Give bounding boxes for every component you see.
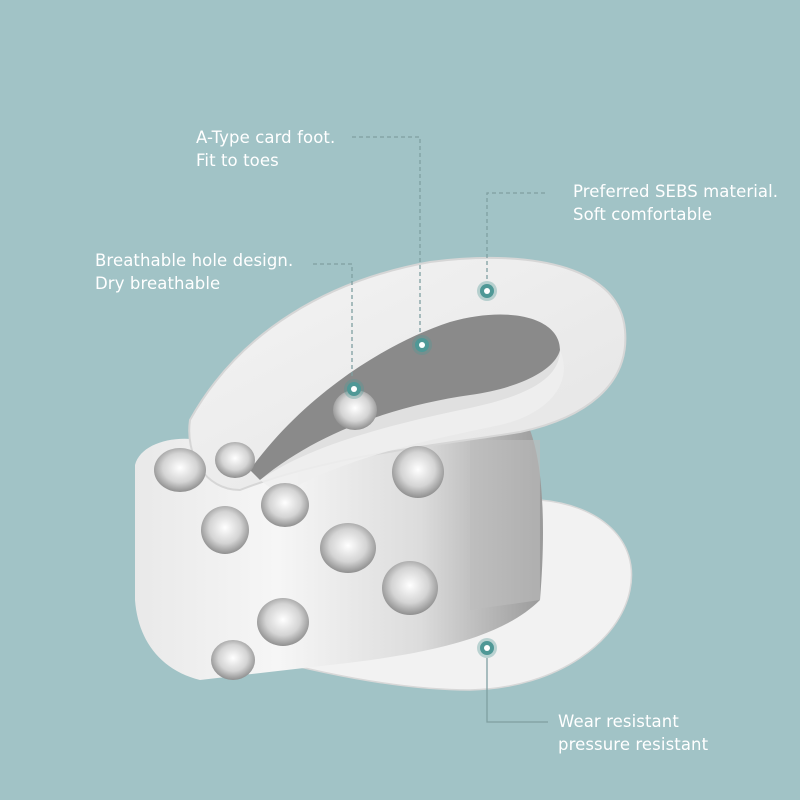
annotation-durability-line1: Wear resistant [558, 712, 679, 731]
leader-line-material [486, 192, 545, 281]
annotation-toe-fit-line2: Fit to toes [196, 151, 279, 170]
annotation-toe-fit: A-Type card foot. Fit to toes [196, 126, 335, 172]
top-flange [188, 256, 627, 495]
annotation-durability: Wear resistant pressure resistant [558, 710, 708, 756]
annotation-material-line2: Soft comfortable [573, 205, 713, 224]
annotation-durability-line2: pressure resistant [558, 735, 709, 754]
marker-durability [477, 638, 497, 658]
leader-line-durability [486, 658, 548, 723]
annotation-material: Preferred SEBS material. Soft comfortabl… [573, 180, 778, 226]
annotation-toe-fit-line1: A-Type card foot. [196, 128, 336, 147]
annotation-breathable-line1: Breathable hole design. [95, 251, 294, 270]
massage-bumps [154, 390, 444, 680]
leader-line-breathable [313, 263, 353, 379]
markers [344, 281, 497, 658]
annotation-material-line1: Preferred SEBS material. [573, 182, 779, 201]
leader-lines [313, 136, 548, 723]
marker-material [477, 281, 497, 301]
leader-line-toe-fit [352, 136, 421, 335]
marker-breathable [344, 379, 364, 399]
annotation-breathable: Breathable hole design. Dry breathable [95, 249, 293, 295]
marker-toe-fit [412, 335, 432, 355]
annotation-breathable-line2: Dry breathable [95, 274, 221, 293]
